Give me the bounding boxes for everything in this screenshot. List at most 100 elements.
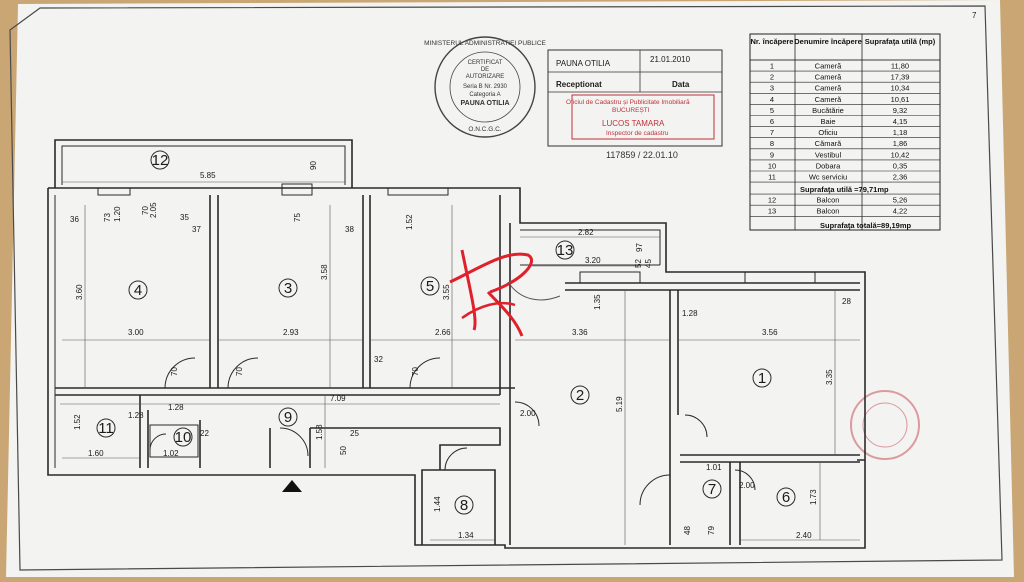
svg-text:2.00: 2.00 (520, 409, 536, 418)
table-cell-area: 10,42 (891, 150, 910, 159)
room-5-label: 5 (426, 278, 434, 295)
table-cell-area: 2,36 (893, 173, 908, 182)
svg-text:2.00: 2.00 (739, 481, 755, 490)
room-12-label: 12 (152, 152, 169, 169)
table-cell-room-name: Cămară (815, 139, 843, 148)
svg-text:Suprafaţa utilă (mp): Suprafaţa utilă (mp) (865, 37, 936, 46)
svg-text:73: 73 (103, 213, 112, 222)
svg-text:38: 38 (345, 225, 354, 234)
table-cell-area: 9,32 (893, 106, 908, 115)
svg-text:5.19: 5.19 (615, 396, 624, 412)
table-cell-room-name: Balcon (817, 207, 840, 216)
red-marker-signature (449, 249, 561, 337)
svg-text:Categoria A: Categoria A (469, 92, 500, 98)
svg-text:2.40: 2.40 (796, 531, 812, 540)
svg-text:O.N.C.G.C.: O.N.C.G.C. (468, 126, 501, 133)
svg-text:50: 50 (339, 446, 348, 455)
svg-text:2.93: 2.93 (283, 328, 299, 337)
table-cell-area: 1,86 (893, 139, 908, 148)
table-cell-room-name: Cameră (815, 73, 843, 82)
table-cell-room-name: Dobara (816, 161, 841, 170)
svg-text:1.28: 1.28 (682, 309, 698, 318)
svg-text:70: 70 (141, 206, 150, 215)
room-8-label: 8 (460, 497, 468, 514)
svg-text:AUTORIZARE: AUTORIZARE (466, 74, 505, 80)
table-cell-number: 2 (770, 73, 774, 82)
svg-text:DE: DE (481, 67, 489, 73)
svg-text:Data: Data (672, 80, 690, 89)
table-cell-room-name: Cameră (815, 95, 843, 104)
total-area: Suprafaţa totală=89,19mp (820, 221, 911, 230)
room-3-label: 3 (284, 280, 292, 297)
red-seal (850, 390, 920, 460)
svg-text:22: 22 (200, 429, 209, 438)
svg-text:3.20: 3.20 (585, 256, 601, 265)
table-cell-number: 12 (768, 196, 776, 205)
table-cell-number: 3 (770, 84, 774, 93)
svg-text:PAUNA OTILIA: PAUNA OTILIA (461, 100, 510, 107)
table-cell-number: 8 (770, 139, 774, 148)
room-10-label: 10 (175, 429, 192, 446)
svg-text:25: 25 (350, 429, 359, 438)
table-cell-area: 11,80 (891, 62, 909, 71)
area-table: Nr. încăpere Denumire încăpere Suprafaţa… (749, 33, 941, 231)
svg-text:3.36: 3.36 (572, 328, 588, 337)
svg-text:36: 36 (70, 215, 79, 224)
svg-text:70: 70 (411, 367, 420, 376)
table-cell-area: 10,61 (891, 95, 910, 104)
svg-text:3.35: 3.35 (825, 369, 834, 385)
table-cell-area: 17,39 (891, 73, 910, 82)
svg-text:1.28: 1.28 (168, 403, 184, 412)
table-cell-number: 5 (770, 106, 774, 115)
svg-text:1.35: 1.35 (593, 294, 602, 310)
svg-text:1.60: 1.60 (88, 449, 104, 458)
svg-text:1.52: 1.52 (405, 214, 414, 230)
svg-text:2.05: 2.05 (149, 202, 158, 218)
svg-text:7.09: 7.09 (330, 394, 346, 403)
svg-text:PAUNA OTILIA: PAUNA OTILIA (556, 59, 611, 68)
table-cell-room-name: Bucătărie (812, 106, 844, 115)
svg-text:MINISTERUL ADMINISTRATIEI PUBL: MINISTERUL ADMINISTRATIEI PUBLICE (424, 40, 546, 47)
page-number: 7 (972, 11, 977, 20)
table-cell-room-name: Baie (820, 117, 835, 126)
svg-text:1.58: 1.58 (315, 424, 324, 440)
table-cell-number: 6 (770, 117, 774, 126)
table-cell-room-name: Wc serviciu (809, 173, 847, 182)
svg-text:2.66: 2.66 (435, 328, 451, 337)
svg-text:3.00: 3.00 (128, 328, 144, 337)
table-cell-number: 9 (770, 150, 774, 159)
svg-text:75: 75 (293, 213, 302, 222)
table-cell-room-name: Oficiu (818, 128, 837, 137)
svg-text:1.01: 1.01 (706, 463, 722, 472)
svg-text:52: 52 (634, 259, 643, 268)
svg-text:45: 45 (644, 259, 653, 268)
room-4-label: 4 (134, 282, 142, 299)
svg-text:1.73: 1.73 (809, 489, 818, 505)
table-cell-number: 1 (770, 62, 774, 71)
svg-text:1.02: 1.02 (163, 449, 179, 458)
svg-text:90: 90 (309, 161, 318, 170)
svg-text:1.44: 1.44 (433, 496, 442, 512)
table-cell-room-name: Cameră (815, 62, 843, 71)
room-2-label: 2 (576, 387, 584, 404)
table-cell-area: 5,26 (893, 196, 908, 205)
svg-text:97: 97 (635, 243, 644, 252)
room-6-label: 6 (782, 489, 790, 506)
authorization-stamp: MINISTERUL ADMINISTRATIEI PUBLICE CERTIF… (424, 36, 547, 138)
svg-text:117859 / 22.01.10: 117859 / 22.01.10 (606, 150, 678, 160)
table-cell-area: 4,22 (893, 207, 908, 216)
svg-text:1.28: 1.28 (128, 411, 144, 420)
svg-text:1.20: 1.20 (113, 206, 122, 222)
svg-text:3.60: 3.60 (75, 284, 84, 300)
reception-box: PAUNA OTILIA 21.01.2010 Receptionat Data… (547, 49, 723, 160)
table-cell-number: 13 (768, 207, 776, 216)
svg-text:CERTIFICAT: CERTIFICAT (468, 60, 503, 66)
table-cell-number: 4 (770, 95, 774, 104)
svg-text:32: 32 (374, 355, 383, 364)
useful-area-total: Suprafaţa utilă =79,71mp (800, 185, 889, 194)
room-7-label: 7 (708, 481, 716, 498)
table-cell-area: 1,18 (893, 128, 908, 137)
table-cell-number: 11 (768, 173, 776, 182)
room-1-label: 1 (758, 370, 766, 387)
